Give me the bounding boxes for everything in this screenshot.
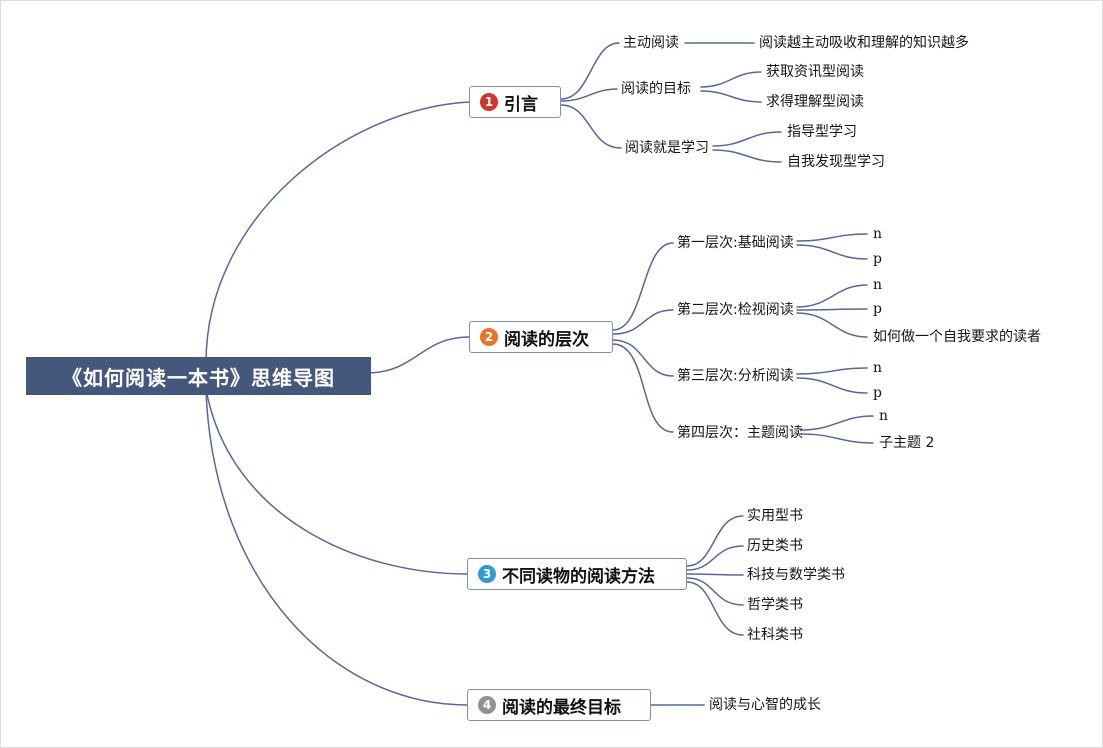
leaf-label[interactable]: 子主题 2 (879, 435, 935, 451)
connector (800, 433, 874, 444)
subtopic-label[interactable]: 第二层次:检视阅读 (677, 302, 794, 318)
level-badge-2: 2 (480, 328, 498, 346)
connector (712, 149, 782, 163)
leaf-label[interactable]: 获取资讯型阅读 (766, 64, 864, 80)
connector (560, 42, 620, 100)
subtopic-label[interactable]: 阅读的目标 (621, 81, 691, 97)
connector (796, 244, 868, 260)
leaf-label[interactable]: 哲学类书 (747, 597, 803, 613)
connector (796, 284, 868, 308)
connector (800, 415, 874, 431)
connector (365, 336, 470, 374)
branch-label: 引言 (504, 94, 538, 115)
connector (612, 343, 674, 433)
subtopic-label[interactable]: 阅读就是学习 (625, 140, 709, 156)
level-badge-1: 1 (480, 93, 498, 111)
connector (560, 104, 622, 149)
connector (612, 242, 674, 331)
leaf-label[interactable]: p (873, 251, 882, 267)
leaf-label[interactable]: n (873, 277, 883, 293)
branch-node-introduction[interactable]: 1 引言 (469, 86, 561, 118)
branch-node-reading-methods[interactable]: 3 不同读物的阅读方法 (467, 558, 687, 590)
connector (612, 309, 674, 335)
connector (205, 390, 468, 706)
level-badge-3: 3 (478, 565, 496, 583)
branch-node-ultimate-goal[interactable]: 4 阅读的最终目标 (467, 689, 651, 721)
leaf-label[interactable]: 自我发现型学习 (787, 154, 885, 170)
root-node[interactable]: 《如何阅读一本书》思维导图 (26, 357, 371, 395)
branch-label: 阅读的最终目标 (502, 697, 621, 718)
subtopic-label[interactable]: 第一层次:基础阅读 (677, 235, 794, 251)
connector (205, 101, 470, 364)
connector (686, 515, 744, 567)
leaf-label[interactable]: 实用型书 (747, 508, 803, 524)
connector (796, 233, 868, 242)
connector (205, 388, 468, 575)
branch-label: 不同读物的阅读方法 (502, 566, 655, 587)
connector (686, 581, 744, 636)
connector (560, 88, 618, 102)
leaf-label[interactable]: 求得理解型阅读 (766, 94, 864, 110)
connector (686, 545, 744, 571)
connector (796, 377, 868, 394)
leaf-label[interactable]: p (873, 385, 882, 401)
connector (712, 131, 782, 147)
leaf-label[interactable]: p (873, 301, 882, 317)
leaf-label[interactable]: 阅读越主动吸收和理解的知识越多 (759, 35, 969, 51)
connector (796, 312, 868, 338)
leaf-label[interactable]: n (873, 360, 883, 376)
leaf-label[interactable]: 社科类书 (747, 627, 803, 643)
subtopic-label[interactable]: 第四层次：主题阅读 (677, 425, 803, 441)
connector (796, 367, 868, 375)
branch-node-reading-levels[interactable]: 2 阅读的层次 (469, 321, 613, 353)
leaf-label[interactable]: 阅读与心智的成长 (709, 697, 821, 713)
level-badge-4: 4 (478, 696, 496, 714)
connector (796, 308, 868, 311)
connector (612, 339, 674, 377)
leaf-label[interactable]: n (873, 226, 883, 242)
leaf-label[interactable]: 指导型学习 (787, 124, 857, 140)
leaf-label[interactable]: 历史类书 (747, 538, 803, 554)
connector (686, 577, 744, 606)
leaf-label[interactable]: 科技与数学类书 (747, 567, 845, 583)
leaf-label[interactable]: 如何做一个自我要求的读者 (873, 329, 1041, 345)
connector (700, 90, 762, 103)
branch-label: 阅读的层次 (504, 329, 589, 350)
connector (686, 573, 744, 576)
subtopic-label[interactable]: 第三层次:分析阅读 (677, 368, 794, 384)
leaf-label[interactable]: n (879, 408, 889, 424)
subtopic-label[interactable]: 主动阅读 (623, 35, 679, 51)
connector (700, 71, 762, 88)
